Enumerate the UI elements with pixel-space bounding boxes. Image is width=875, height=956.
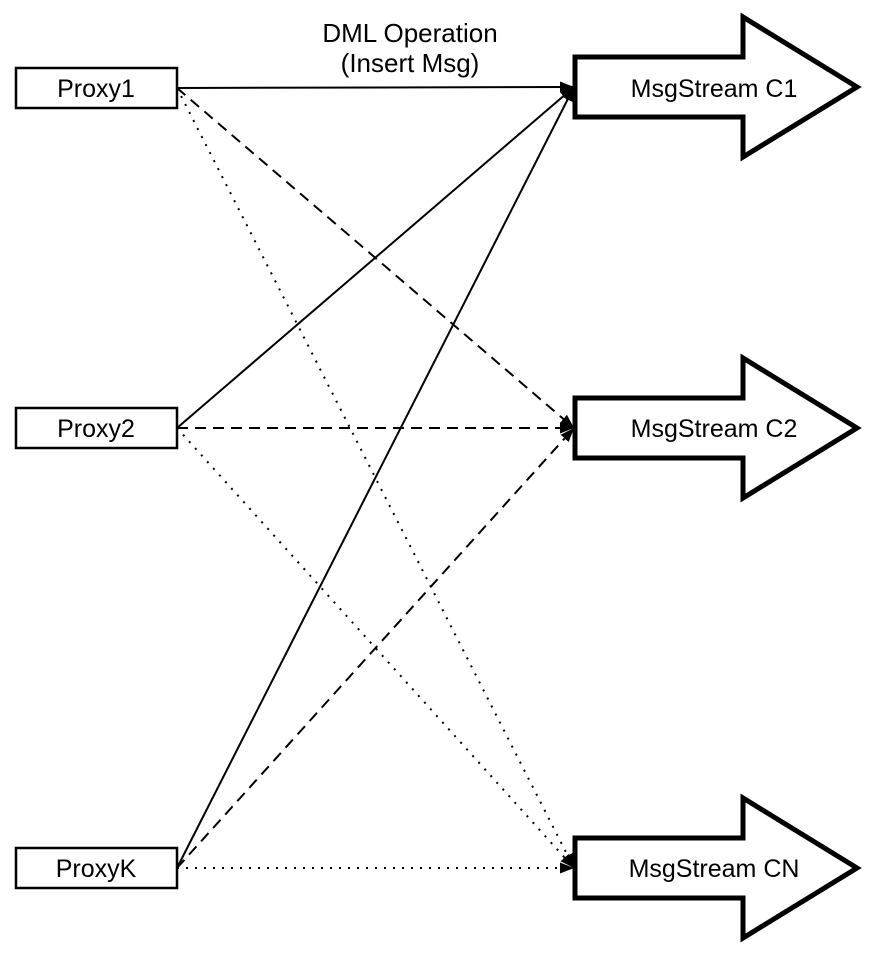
proxy-node-proxy2: Proxy2 (14, 406, 179, 450)
edge-proxy1-to-c1 (176, 81, 575, 93)
msgstream-cn-label: MsgStream CN (629, 855, 800, 883)
proxy1-label: Proxy1 (57, 75, 135, 103)
stream-node-cn: MsgStream CN (572, 793, 862, 943)
stream-node-c1: MsgStream C1 (572, 12, 862, 162)
msgstream-cn-arrow-shape (572, 793, 862, 943)
proxyk-box (14, 846, 179, 890)
msgstream-c1-label: MsgStream C1 (631, 75, 798, 103)
stream-node-c2: MsgStream C2 (572, 353, 862, 503)
msgstream-c2-label: MsgStream C2 (631, 415, 798, 443)
diagram-title-line2: (Insert Msg) (341, 48, 480, 78)
proxy1-box (14, 66, 179, 110)
msgstream-c2-arrow-shape (572, 353, 862, 503)
edge-proxyk-to-c1 (176, 86, 575, 869)
proxyk-label: ProxyK (56, 855, 137, 883)
proxy-node-proxyk: ProxyK (14, 846, 179, 890)
edge-proxy2-to-c1 (176, 86, 575, 429)
proxy2-box (14, 406, 179, 450)
proxy-node-proxy1: Proxy1 (14, 66, 179, 110)
proxy2-label: Proxy2 (57, 415, 135, 443)
edge-proxyk-to-c2 (176, 427, 575, 869)
edges-layer (176, 81, 575, 874)
diagram-title-line1: DML Operation (322, 18, 497, 48)
msgstream-c1-arrow-shape (572, 12, 862, 162)
edge-proxy1-to-cn (176, 87, 575, 869)
